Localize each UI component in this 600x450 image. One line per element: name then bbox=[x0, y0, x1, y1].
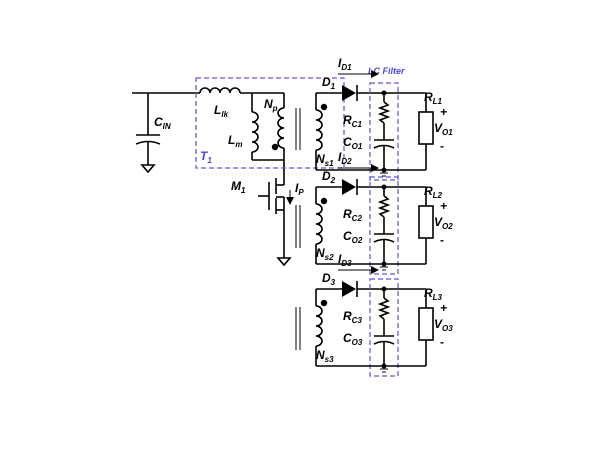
output-voltage-label: VO1 bbox=[434, 121, 453, 137]
esr-label: RC3 bbox=[343, 309, 362, 325]
t1-transformer-box bbox=[195, 77, 345, 169]
m1-label: M1 bbox=[231, 179, 246, 195]
ns-polarity-dot bbox=[320, 103, 328, 111]
diode-icon bbox=[342, 85, 356, 101]
co-plate-bottom bbox=[373, 238, 395, 243]
junction-dot bbox=[381, 286, 387, 292]
co-plate-bottom bbox=[373, 144, 395, 149]
load-resistor-icon bbox=[418, 205, 434, 239]
lc-filter-box bbox=[369, 82, 399, 181]
esr-label: RC2 bbox=[343, 207, 362, 223]
output-capacitor-label: CO1 bbox=[343, 135, 363, 151]
diode-icon bbox=[342, 281, 356, 297]
diode-current-label: ID1 bbox=[338, 56, 352, 72]
co-plate-bottom bbox=[373, 340, 395, 345]
secondary-winding bbox=[315, 305, 323, 347]
magnetizing-inductor bbox=[251, 111, 259, 153]
load-resistor-label: RL2 bbox=[424, 184, 443, 200]
esr-resistor-icon bbox=[377, 101, 391, 124]
output-capacitor-label: CO2 bbox=[343, 229, 363, 245]
diode-current-label: ID3 bbox=[338, 252, 352, 268]
load-resistor-label: RL3 bbox=[424, 286, 443, 302]
lc-filter-box bbox=[369, 176, 399, 275]
ns-polarity-dot bbox=[320, 299, 328, 307]
diode-label: D3 bbox=[322, 271, 336, 287]
diode-label: D1 bbox=[322, 75, 336, 91]
junction-dot bbox=[381, 90, 387, 96]
secondary-winding bbox=[315, 109, 323, 151]
output-stages: Ns1D1ID1RC1CO1RL1+VO1-Ns2D2ID2RC2CO2RL2+… bbox=[295, 56, 453, 377]
output-capacitor-label: CO3 bbox=[343, 331, 363, 347]
np-label: Np bbox=[264, 97, 278, 113]
np-polarity-dot bbox=[271, 143, 279, 151]
esr-resistor-icon bbox=[377, 297, 391, 320]
diode-icon bbox=[342, 179, 356, 195]
output-voltage-label: VO2 bbox=[434, 215, 453, 231]
cin-ground-icon bbox=[140, 164, 156, 174]
vo-plus-label: + bbox=[440, 105, 447, 119]
ns-label: Ns3 bbox=[316, 348, 334, 364]
ns-polarity-dot bbox=[320, 197, 328, 205]
vo-minus-label: - bbox=[440, 335, 444, 349]
cin-label: CIN bbox=[154, 115, 171, 131]
llk-label: Llk bbox=[214, 103, 229, 119]
lc-filter-label: LC Filter bbox=[368, 66, 405, 76]
esr-resistor-icon bbox=[377, 195, 391, 218]
lc-filter-box bbox=[369, 278, 399, 377]
diode-label: D2 bbox=[322, 169, 336, 185]
primary-circuit: CIN Llk Lm Np T1 M1 IP bbox=[132, 77, 345, 267]
vo-plus-label: + bbox=[440, 301, 447, 315]
output-voltage-label: VO3 bbox=[434, 317, 453, 333]
vo-plus-label: + bbox=[440, 199, 447, 213]
load-resistor-label: RL1 bbox=[424, 90, 443, 106]
load-resistor-icon bbox=[418, 111, 434, 145]
junction-dot bbox=[381, 184, 387, 190]
ns-label: Ns1 bbox=[316, 152, 334, 168]
secondary-winding bbox=[315, 203, 323, 245]
ns-label: Ns2 bbox=[316, 246, 334, 262]
vo-minus-label: - bbox=[440, 233, 444, 247]
primary-winding bbox=[277, 107, 285, 149]
t1-label: T1 bbox=[200, 149, 212, 165]
load-resistor-icon bbox=[418, 307, 434, 341]
ip-label: IP bbox=[295, 181, 304, 197]
vo-minus-label: - bbox=[440, 139, 444, 153]
esr-label: RC1 bbox=[343, 113, 362, 129]
lm-label: Lm bbox=[228, 133, 242, 149]
cin-plate-bottom bbox=[135, 140, 161, 145]
leakage-inductor bbox=[199, 87, 241, 94]
m1-ground-icon bbox=[276, 257, 292, 267]
diode-current-label: ID2 bbox=[338, 150, 352, 166]
